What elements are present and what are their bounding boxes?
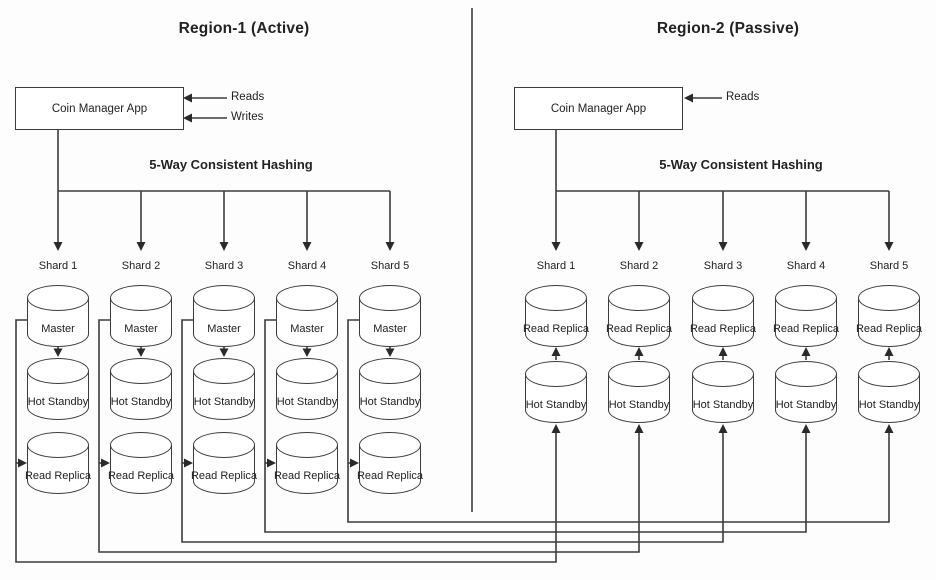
region2-shard-drop-arrowheads <box>551 242 894 251</box>
region2-hashing-label: 5-Way Consistent Hashing <box>659 157 823 172</box>
cylinder-top-ellipse <box>692 361 754 387</box>
region1-shard3-label: Shard 3 <box>204 260 244 272</box>
cylinder-top-ellipse <box>27 285 89 311</box>
region2-shard2-label: Shard 2 <box>619 260 659 272</box>
region1-shard4-label: Shard 4 <box>287 260 327 272</box>
region1-coin-manager-app: Coin Manager App <box>15 87 184 130</box>
region2-shard5-label: Shard 5 <box>869 260 909 272</box>
region2-reads-label: Reads <box>726 91 760 103</box>
db-cylinder-master: Master <box>27 285 89 347</box>
cylinder-top-ellipse <box>525 361 587 387</box>
region1-reads-arrow <box>183 93 227 103</box>
cylinder-top-ellipse <box>858 361 920 387</box>
db-cylinder-hot-standby: Hot Standby <box>775 361 837 423</box>
cylinder-top-ellipse <box>775 361 837 387</box>
cylinder-top-ellipse <box>608 361 670 387</box>
region2-coin-manager-app: Coin Manager App <box>514 87 683 130</box>
db-cylinder-hot-standby: Hot Standby <box>525 361 587 423</box>
region1-hashing-bus <box>53 128 395 251</box>
db-cylinder-read-replica: Read Replica <box>523 285 589 347</box>
db-cylinder-read-replica: Read Replica <box>108 432 174 494</box>
region2-standby-in-arrowheads <box>551 424 894 433</box>
region1-writes-label: Writes <box>231 111 264 123</box>
region1-hashing-label: 5-Way Consistent Hashing <box>149 157 313 172</box>
db-cylinder-read-replica: Read Replica <box>773 285 839 347</box>
db-cylinder-master: Master <box>276 285 338 347</box>
db-cylinder-hot-standby: Hot Standby <box>110 358 172 420</box>
cylinder-top-ellipse <box>276 432 338 458</box>
region1-title: Region-1 (Active) <box>178 20 310 37</box>
db-cylinder-read-replica: Read Replica <box>274 432 340 494</box>
region1-writes-arrow <box>183 113 227 123</box>
region1-shard2-label: Shard 2 <box>121 260 161 272</box>
cylinder-top-ellipse <box>110 432 172 458</box>
db-cylinder-master: Master <box>110 285 172 347</box>
cylinder-top-ellipse <box>276 358 338 384</box>
read-replica-arrowheads <box>18 458 359 468</box>
cylinder-top-ellipse <box>359 285 421 311</box>
region2-hashing-bus <box>551 128 894 251</box>
cylinder-top-ellipse <box>359 358 421 384</box>
cylinder-top-ellipse <box>858 285 920 311</box>
cylinder-top-ellipse <box>110 285 172 311</box>
region1-reads-label: Reads <box>231 91 265 103</box>
db-cylinder-master: Master <box>193 285 255 347</box>
db-cylinder-master: Master <box>359 285 421 347</box>
master-bypass-and-cross-region-lines <box>15 319 894 563</box>
region2-shard4-label: Shard 4 <box>786 260 826 272</box>
cylinder-top-ellipse <box>775 285 837 311</box>
db-cylinder-hot-standby: Hot Standby <box>359 358 421 420</box>
region1-shard5-label: Shard 5 <box>370 260 410 272</box>
region1-master-to-standby-arrows <box>53 347 395 357</box>
cylinder-top-ellipse <box>525 285 587 311</box>
db-cylinder-read-replica: Read Replica <box>856 285 922 347</box>
region2-shard3-label: Shard 3 <box>703 260 743 272</box>
db-cylinder-hot-standby: Hot Standby <box>193 358 255 420</box>
cylinder-top-ellipse <box>692 285 754 311</box>
cylinder-top-ellipse <box>193 358 255 384</box>
db-cylinder-hot-standby: Hot Standby <box>692 361 754 423</box>
db-cylinder-read-replica: Read Replica <box>191 432 257 494</box>
db-cylinder-hot-standby: Hot Standby <box>608 361 670 423</box>
db-cylinder-hot-standby: Hot Standby <box>276 358 338 420</box>
region2-reads-arrow <box>684 93 722 103</box>
region2-shard1-label: Shard 1 <box>536 260 576 272</box>
region2-title: Region-2 (Passive) <box>656 20 800 37</box>
cylinder-top-ellipse <box>193 285 255 311</box>
cylinder-top-ellipse <box>27 358 89 384</box>
db-cylinder-hot-standby: Hot Standby <box>27 358 89 420</box>
cylinder-top-ellipse <box>608 285 670 311</box>
region1-shard1-label: Shard 1 <box>38 260 78 272</box>
cylinder-top-ellipse <box>193 432 255 458</box>
db-cylinder-read-replica: Read Replica <box>25 432 91 494</box>
cylinder-top-ellipse <box>276 285 338 311</box>
cylinder-top-ellipse <box>27 432 89 458</box>
db-cylinder-hot-standby: Hot Standby <box>858 361 920 423</box>
db-cylinder-read-replica: Read Replica <box>357 432 423 494</box>
db-cylinder-read-replica: Read Replica <box>690 285 756 347</box>
db-cylinder-read-replica: Read Replica <box>606 285 672 347</box>
cylinder-top-ellipse <box>359 432 421 458</box>
region1-shard-drop-arrowheads <box>53 242 395 251</box>
region2-standby-to-replica-arrows <box>551 347 894 360</box>
cylinder-top-ellipse <box>110 358 172 384</box>
